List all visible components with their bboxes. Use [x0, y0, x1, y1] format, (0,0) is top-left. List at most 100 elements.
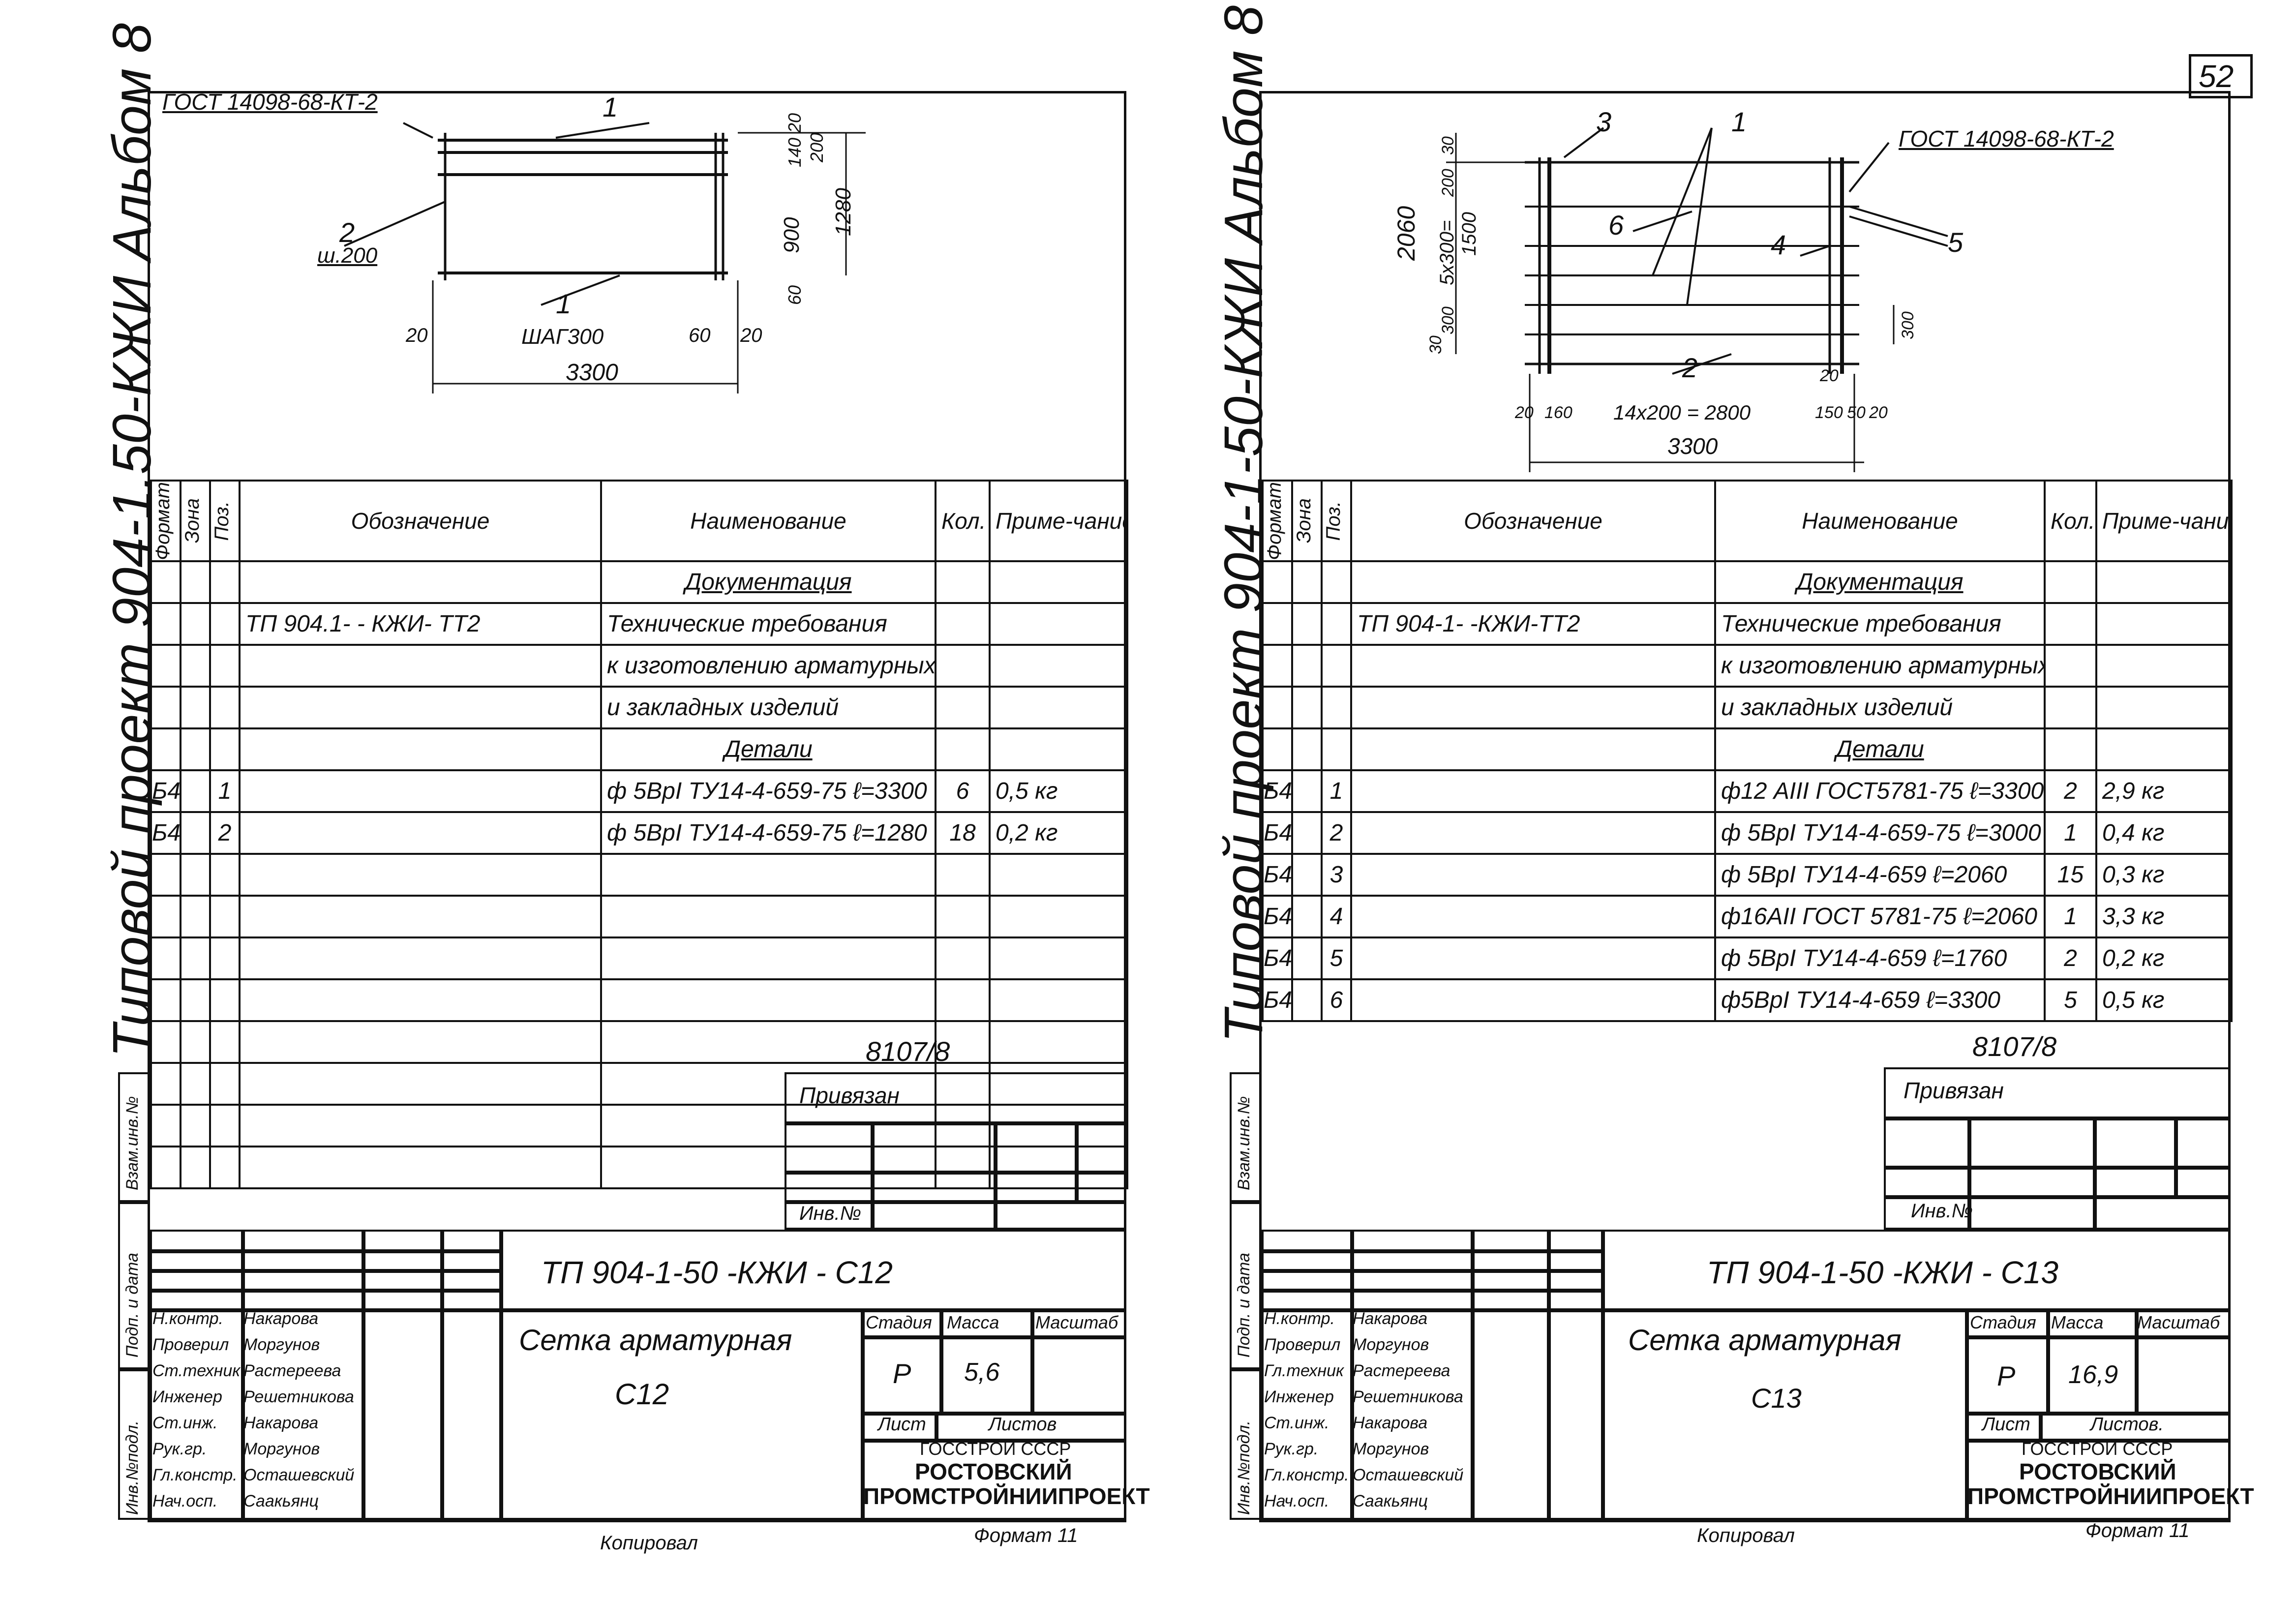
right-person-name: Осташевский [1353, 1466, 1464, 1484]
right-dim-300a: 300 [1439, 306, 1457, 334]
left-spec-header-3: Обозначение [239, 480, 602, 562]
left-spec-cell-k [935, 1062, 991, 1106]
left-person-name: Осташевский [243, 1466, 355, 1484]
left-spec-cell-k [935, 686, 991, 729]
left-scale-label: Масштаб [1035, 1312, 1118, 1332]
right-spec-cell-n: ф 5ВрI ТУ14-4-659-75 ℓ=3000 [1714, 811, 2046, 855]
left-spec-cell-z [180, 1146, 211, 1189]
right-person-name: Растереева [1353, 1361, 1450, 1380]
left-spec-cell-r [989, 686, 1128, 729]
left-spec-cell-k [935, 560, 991, 604]
left-drawing-code: ТП 904-1-50 -КЖИ - С12 [541, 1255, 893, 1290]
table-row [150, 978, 1128, 1022]
right-spec-cell-z [1291, 560, 1323, 604]
left-spec-cell-p [209, 727, 241, 771]
right-spec-cell-r [2095, 727, 2233, 771]
right-person-name: Саакьянц [1353, 1492, 1428, 1510]
table-row: и закладных изделий [1262, 686, 2233, 729]
left-mass-label: Масса [947, 1312, 999, 1332]
left-spec-cell-z [180, 978, 211, 1022]
right-stamp-col-2: Подп. и дата [1235, 1253, 1253, 1358]
right-person-role: Инженер [1264, 1388, 1334, 1406]
right-spec-cell-d [1350, 769, 1716, 813]
left-spec-cell-d [239, 936, 602, 980]
left-spec-cell-r [989, 560, 1128, 604]
left-spec-cell-p [209, 853, 241, 897]
right-spec-cell-k: 15 [2044, 853, 2097, 897]
right-stamp-col-1: Взам.инв.№ [1235, 1096, 1253, 1190]
right-person-role: Проверил [1264, 1335, 1341, 1354]
table-row: Детали [1262, 727, 2233, 771]
left-spec-cell-r: 0,5 кг [989, 769, 1128, 813]
left-spec-cell-z [180, 560, 211, 604]
left-spec-cell-d [239, 1020, 602, 1064]
right-spec-cell-k [2044, 560, 2097, 604]
right-spec-cell-d [1350, 727, 1716, 771]
table-row: Документация [150, 560, 1128, 604]
right-spec-cell-n: ф5ВрI ТУ14-4-659 ℓ=3300 [1714, 978, 2046, 1022]
left-mass: 5,6 [964, 1358, 1000, 1387]
left-spec-cell-f [150, 644, 181, 688]
left-spec-cell-r: 0,2 кг [989, 811, 1128, 855]
right-spec-cell-d [1350, 853, 1716, 897]
right-spec-cell-z [1291, 769, 1323, 813]
right-dim-3300: 3300 [1667, 433, 1718, 459]
left-stage-label: Стадия [866, 1312, 932, 1332]
right-spec-header-3: Обозначение [1350, 480, 1716, 562]
right-spec-header-4: Наименование [1714, 480, 2046, 562]
left-spec-cell-d [239, 1104, 602, 1147]
left-spec-header-0: Формат [150, 480, 181, 562]
right-dim-30b: 30 [1426, 335, 1445, 354]
right-spec-cell-k [2044, 727, 2097, 771]
right-stage: Р [1997, 1360, 2016, 1391]
right-spec-cell-k: 1 [2044, 811, 2097, 855]
right-spec-cell-p: 1 [1321, 769, 1352, 813]
left-copied-label: Копировал [600, 1532, 698, 1554]
left-org-line2: РОСТОВСКИЙ [915, 1459, 1072, 1484]
right-spec-cell-f: Б4 [1262, 769, 1293, 813]
right-mass-label: Масса [2051, 1312, 2104, 1332]
left-spec-cell-d [239, 811, 602, 855]
left-spec-cell-d [239, 769, 602, 813]
right-spec-cell-f: Б4 [1262, 895, 1293, 938]
right-pos1: 1 [1731, 106, 1747, 137]
right-spec-cell-f: Б4 [1262, 853, 1293, 897]
right-spec-cell-d [1350, 936, 1716, 980]
left-person-name: Моргунов [243, 1335, 320, 1354]
left-spec-cell-z [180, 644, 211, 688]
right-spec-cell-p: 4 [1321, 895, 1352, 938]
right-spec-cell-d [1350, 686, 1716, 729]
right-dim-5x300: 5х300= [1436, 220, 1458, 285]
right-title-line1: Сетка арматурная [1628, 1324, 1902, 1357]
left-spec-cell-z [180, 727, 211, 771]
right-dim-1500: 1500 [1458, 212, 1480, 256]
left-spec-cell-k [935, 936, 991, 980]
left-spec-cell-r [989, 1062, 1128, 1106]
left-format-label: Формат 11 [974, 1525, 1078, 1546]
right-person-name: Моргунов [1353, 1440, 1429, 1458]
right-spec-cell-z [1291, 895, 1323, 938]
right-dim-160: 160 [1544, 403, 1572, 422]
right-dim-20c: 20 [1869, 403, 1888, 422]
right-dim-14x200: 14х200 = 2800 [1613, 401, 1751, 424]
left-stage: Р [893, 1358, 911, 1389]
right-pos6: 6 [1608, 210, 1624, 241]
left-spec-header-4: Наименование [600, 480, 937, 562]
left-spec-cell-p [209, 1104, 241, 1147]
left-person-name: Растереева [243, 1361, 341, 1380]
right-org-line1: ГОССТРОЙ СССР [2022, 1439, 2173, 1459]
left-spec-cell-k [935, 644, 991, 688]
left-spec-cell-z [180, 811, 211, 855]
left-spec-cell-p [209, 936, 241, 980]
right-spec-cell-k: 2 [2044, 936, 2097, 980]
right-spec-cell-d [1350, 895, 1716, 938]
left-spec-cell-z [180, 1020, 211, 1064]
table-row [150, 1104, 1128, 1147]
table-row [150, 1062, 1128, 1106]
left-person-name: Накарова [243, 1309, 319, 1328]
left-spec-cell-z [180, 936, 211, 980]
